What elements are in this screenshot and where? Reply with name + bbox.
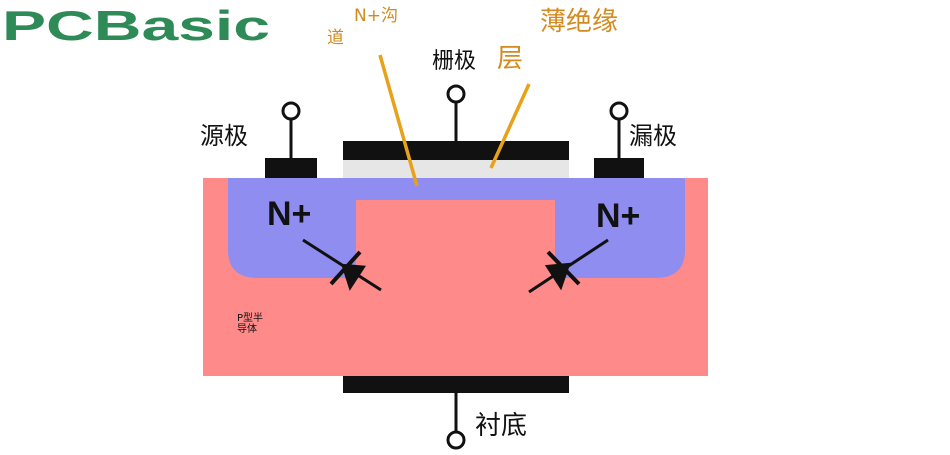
oxide-leader-line	[489, 83, 531, 169]
channel-label-line2: 道	[327, 28, 344, 48]
p-type-label-line2: 导体	[237, 324, 257, 335]
n-plus-right-label: N+	[596, 197, 641, 235]
oxide-label-line2: 层	[497, 44, 524, 74]
substrate-terminal-circle	[446, 430, 466, 450]
oxide-layer	[343, 160, 569, 178]
n-plus-left-label: N+	[267, 195, 312, 233]
substrate-label: 衬底	[475, 411, 528, 441]
gate-metal	[343, 141, 569, 160]
logo-text: PCBasic	[2, 2, 270, 49]
pcbasic-logo: PCBasic	[2, 2, 270, 49]
substrate-contact	[343, 376, 569, 393]
gate-terminal-circle	[446, 84, 466, 104]
gate-label: 栅极	[432, 49, 477, 74]
drain-diode-symbol	[528, 238, 609, 294]
source-diode-symbol	[302, 238, 382, 292]
source-contact	[265, 158, 317, 178]
channel-label-line1: N+沟	[354, 6, 398, 26]
drain-contact	[594, 158, 644, 178]
oxide-label-line1: 薄绝缘	[540, 7, 619, 37]
drain-terminal-circle	[609, 101, 629, 121]
n-channel-strip	[356, 178, 555, 200]
p-type-label-line1: P型半	[237, 313, 264, 324]
channel-leader-line	[378, 54, 419, 187]
source-terminal-circle	[281, 101, 301, 121]
source-label: 源极	[200, 122, 248, 150]
drain-label: 漏极	[629, 122, 677, 150]
